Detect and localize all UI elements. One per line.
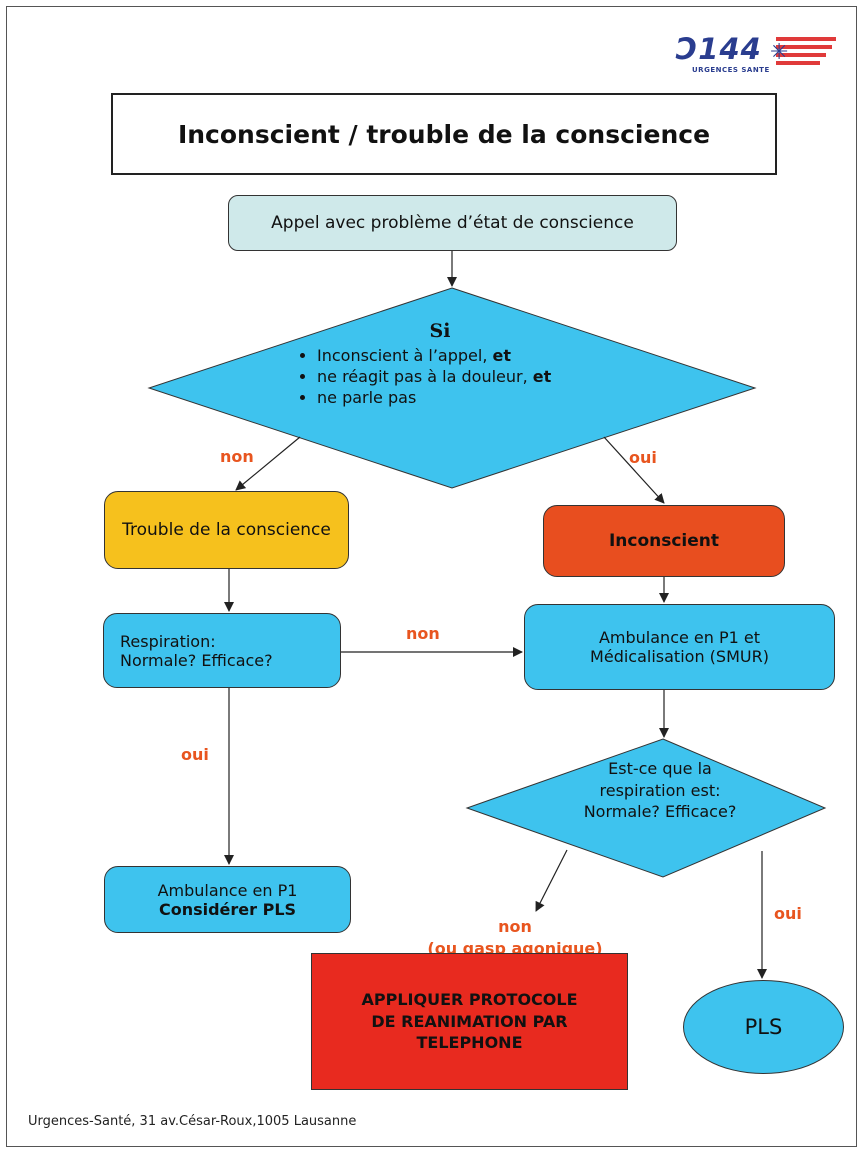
logo-stripes-icon: ✳ — [770, 37, 836, 65]
label-non-bottom: non (ou gasp agonique) — [427, 917, 603, 958]
footer-address: Urgences-Santé, 31 av.César-Roux,1005 La… — [28, 1114, 357, 1129]
decision-1-item: ne parle pas — [317, 388, 615, 407]
logo-subtitle: URGENCES SANTE — [692, 66, 770, 74]
decision-1-list: Inconscient à l’appel, et ne réagit pas … — [295, 346, 615, 407]
decision-1-heading: Si — [429, 320, 451, 342]
decision-2-text: Est-ce que la respiration est: Normale? … — [583, 759, 737, 822]
decision-1-text: Si Inconscient à l’appel, et ne réagit p… — [295, 320, 615, 409]
decision-diamond-2 — [465, 738, 827, 878]
respiration-box: Respiration: Normale? Efficace? — [103, 613, 341, 688]
page-title: Inconscient / trouble de la conscience — [111, 93, 777, 175]
urgences-sante-logo: Ɔ144 URGENCES SANTE ✳ — [676, 32, 836, 80]
pls-ellipse: PLS — [683, 980, 844, 1074]
svg-text:✳: ✳ — [770, 40, 788, 65]
inconscient-box: Inconscient — [543, 505, 785, 577]
protocole-reanimation-box: APPLIQUER PROTOCOLE DE REANIMATION PAR T… — [311, 953, 628, 1090]
page-frame — [6, 6, 857, 1147]
decision-1-item: ne réagit pas à la douleur, et — [317, 367, 615, 386]
label-non-middle: non — [406, 624, 440, 643]
label-non-left: non — [220, 447, 254, 466]
label-oui-bottom: oui — [774, 904, 802, 923]
label-oui-right: oui — [629, 448, 657, 467]
ambulance-smur-box: Ambulance en P1 et Médicalisation (SMUR) — [524, 604, 835, 690]
decision-1-item: Inconscient à l’appel, et — [317, 346, 615, 365]
start-box: Appel avec problème d’état de conscience — [228, 195, 677, 251]
label-oui-left: oui — [181, 745, 209, 764]
ambulance-pls-box: Ambulance en P1 Considérer PLS — [104, 866, 351, 933]
decision-diamond-1 — [147, 287, 757, 489]
logo-number: Ɔ144 — [676, 32, 762, 66]
trouble-conscience-box: Trouble de la conscience — [104, 491, 349, 569]
